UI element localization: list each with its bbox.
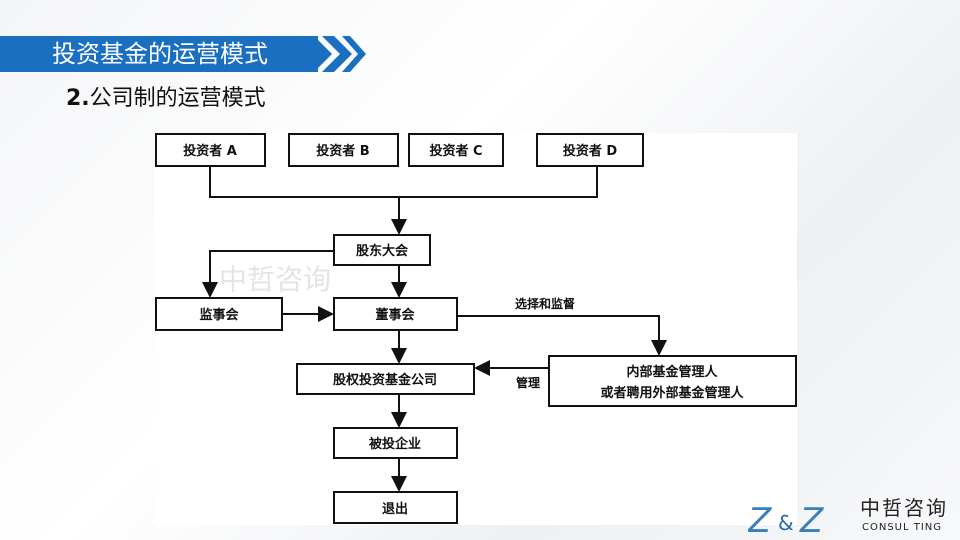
investor-b-box [288, 133, 399, 167]
page-title: 投资基金的运营模式 [52, 40, 268, 68]
manager-line1: 内部基金管理人 [626, 364, 718, 380]
exit-label: 退出 [382, 501, 408, 517]
subtitle-text: 公司制的运营模式 [89, 86, 266, 111]
investor-b-label: 投资者 B [316, 143, 369, 159]
investor-d-label: 投资者 D [563, 143, 618, 159]
brand-name-cn: 中哲咨询 [860, 496, 948, 520]
fund-manager-box [548, 355, 797, 407]
investor-c-label: 投资者 C [429, 143, 482, 159]
fund-company-box [296, 363, 475, 395]
brand-name-en: CONSUL TING [862, 522, 943, 533]
svg-text:&: & [778, 511, 794, 535]
zz-logo: Z & Z [748, 501, 824, 536]
board-of-directors-label: 董事会 [375, 307, 415, 323]
manage-label: 管理 [516, 375, 540, 390]
fund-company-label: 股权投资基金公司 [333, 372, 437, 388]
title-banner [0, 36, 318, 72]
section-subtitle: 2.公司制的运营模式 [66, 86, 266, 112]
supervisory-board-label: 监事会 [199, 307, 239, 323]
investor-a-label: 投资者 A [183, 143, 237, 159]
invested-company-label: 被投企业 [368, 436, 421, 452]
svg-text:Z: Z [748, 501, 772, 536]
invested-company-box [333, 427, 458, 459]
chevrons-icon [300, 36, 366, 72]
svg-text:Z: Z [799, 501, 824, 536]
watermark: 中哲咨询 [219, 263, 331, 296]
investor-d-box [536, 133, 644, 167]
subtitle-number: 2. [66, 86, 90, 111]
select-supervise-label: 选择和监督 [515, 296, 575, 311]
shareholders-meeting-label: 股东大会 [356, 243, 409, 259]
exit-box [333, 491, 458, 524]
board-of-directors-box [333, 297, 458, 331]
investor-c-box [408, 133, 504, 167]
org-flowchart: 中哲咨询 投资者 A 投资者 B 投资者 C 投资者 D 股东大会 监事会 董事… [155, 133, 797, 525]
manager-line2: 或者聘用外部基金管理人 [600, 385, 744, 401]
